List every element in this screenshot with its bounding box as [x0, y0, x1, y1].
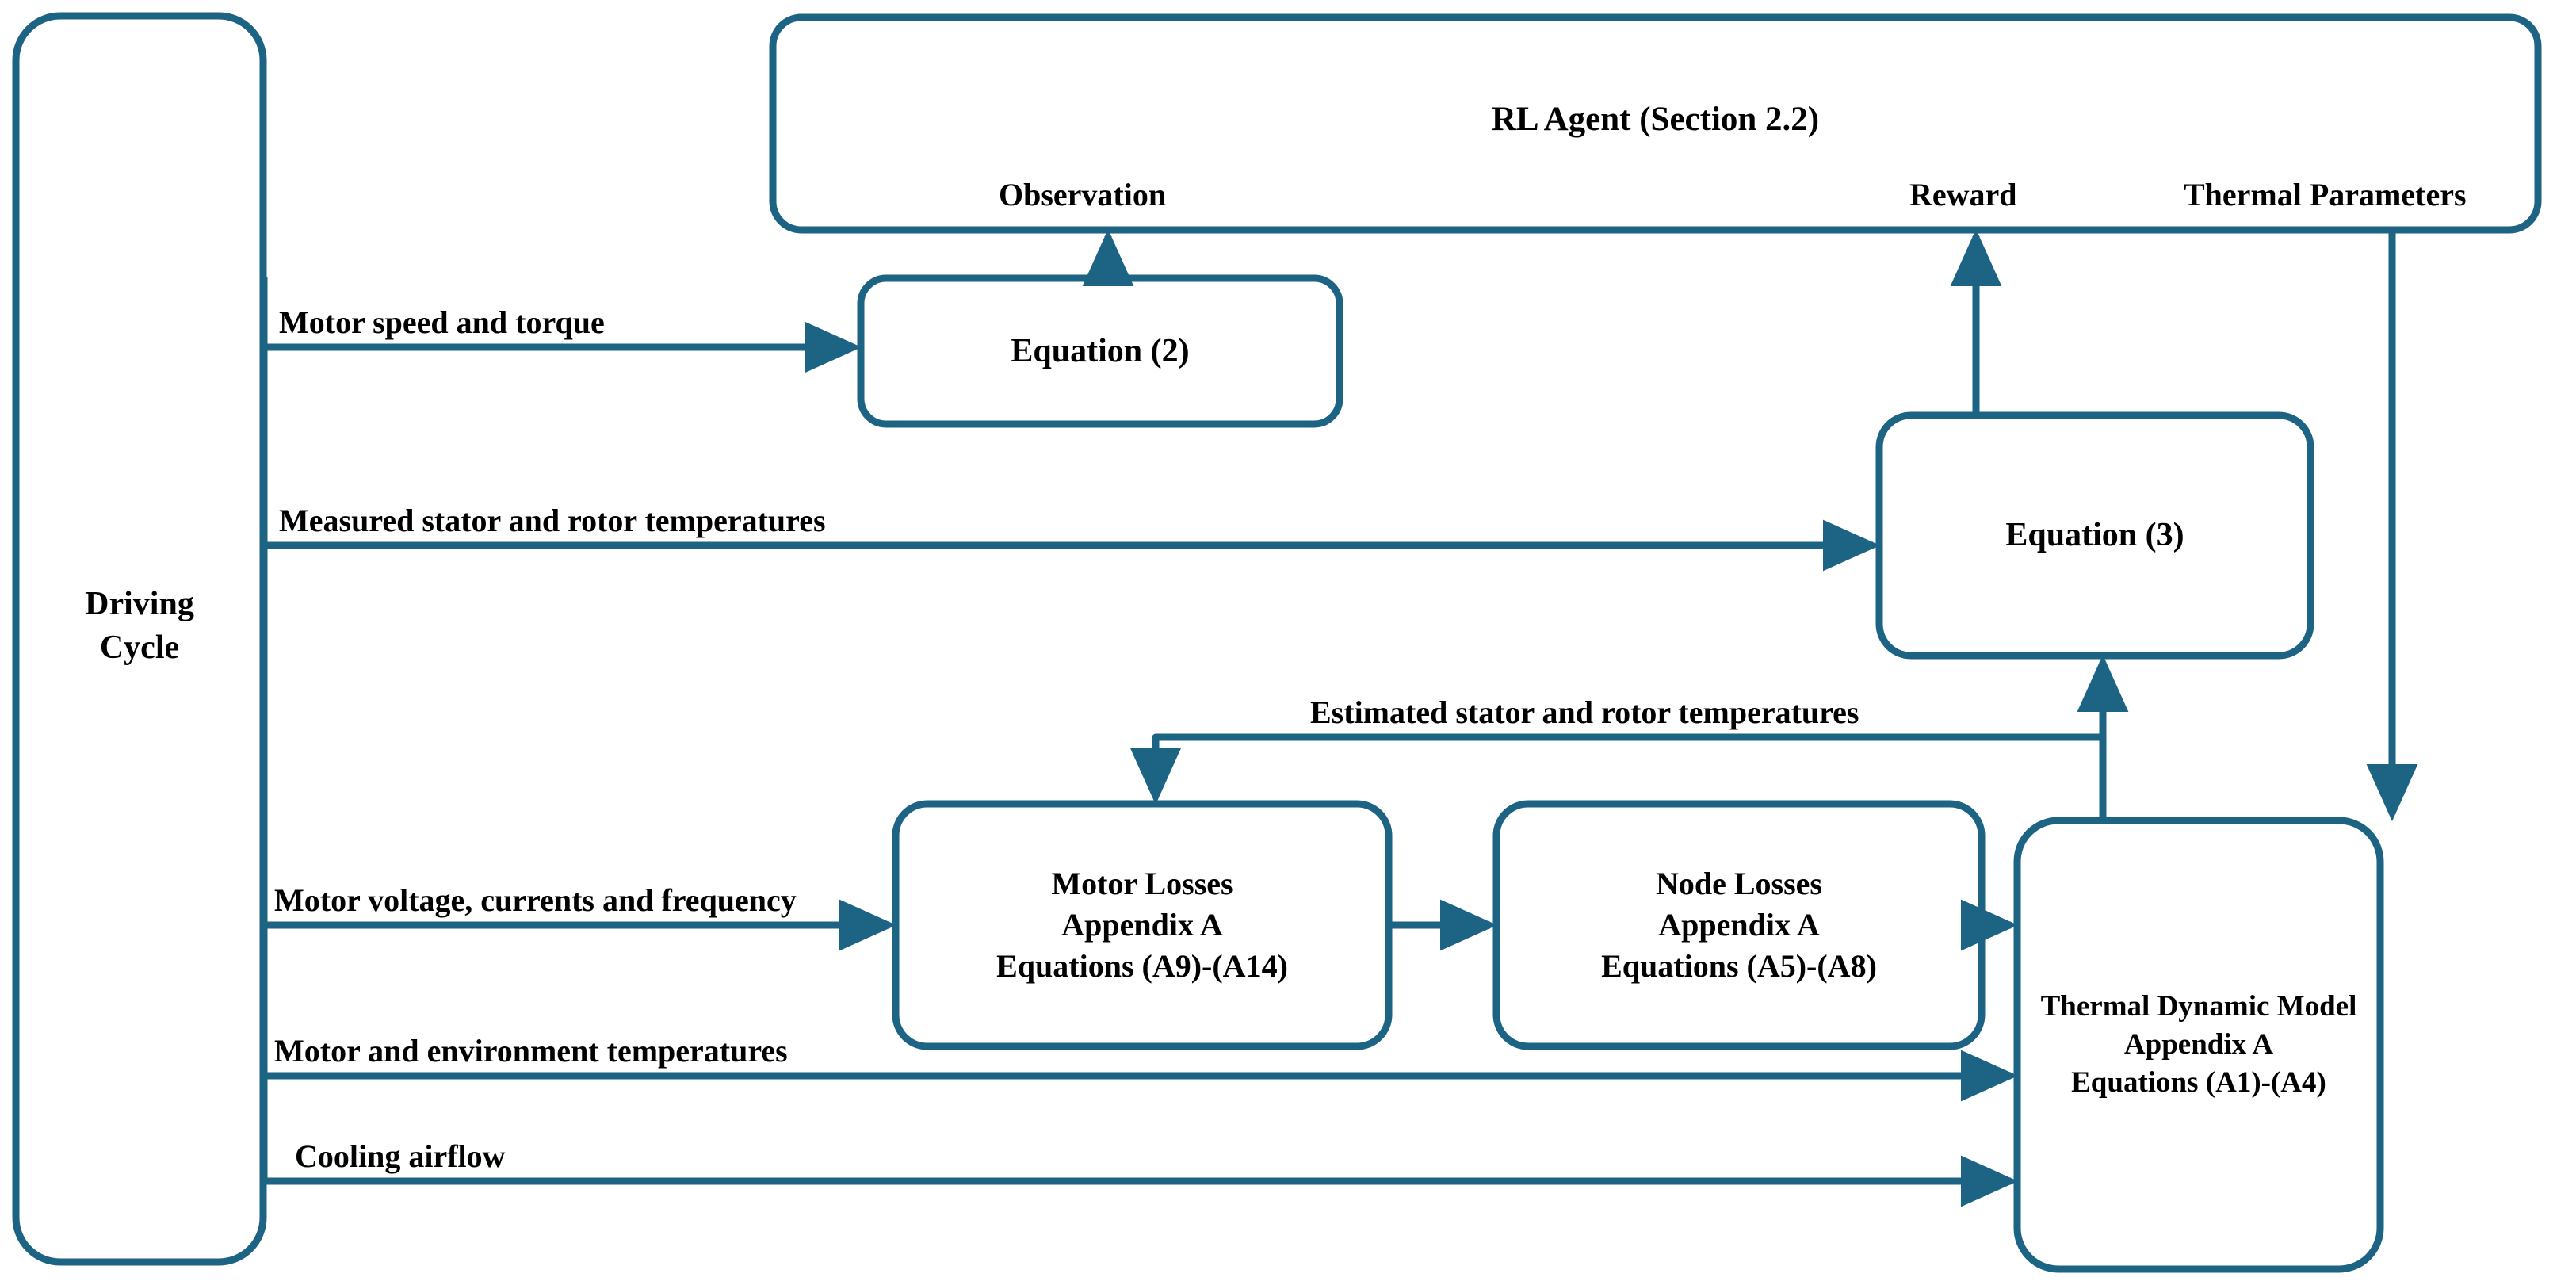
- node-thermal-dynamic-model-shape[interactable]: [2013, 817, 2384, 1273]
- edge-label-motor-voltage-currents-frequency: Motor voltage, currents and frequency: [274, 882, 797, 918]
- node-motor-losses-label: Motor Losses Appendix A Equations (A9)-(…: [996, 866, 1288, 984]
- node-equation-3-label: Equation (3): [2005, 517, 2184, 554]
- node-equation-2-label: Equation (2): [1011, 332, 1190, 369]
- node-rl-agent-shape[interactable]: [769, 13, 2542, 234]
- node-rl-agent-label: RL Agent (Section 2.2): [1491, 101, 1820, 139]
- connector-estimated-temps-to-motor-losses: [1129, 733, 2103, 805]
- edge-label-cooling-airflow: Cooling airflow: [295, 1138, 506, 1174]
- node-thermal-dynamic-model-label: Thermal Dynamic Model Appendix A Equatio…: [2040, 989, 2357, 1100]
- port-label-observation: Observation: [999, 177, 1167, 212]
- node-node-losses-label: Node Losses Appendix A Equations (A5)-(A…: [1601, 866, 1877, 984]
- edge-label-estimated-temperatures: Estimated stator and rotor temperatures: [1310, 694, 1859, 730]
- edge-label-measured-temperatures: Measured stator and rotor temperatures: [279, 503, 826, 538]
- edge-label-motor-speed-and-torque: Motor speed and torque: [279, 304, 605, 340]
- port-label-reward: Reward: [1909, 177, 2017, 212]
- edge-label-motor-and-environment-temperatures: Motor and environment temperatures: [274, 1033, 788, 1069]
- node-driving-cycle-label: Driving Cycle: [85, 586, 194, 666]
- port-label-thermal-parameters: Thermal Parameters: [2184, 177, 2467, 212]
